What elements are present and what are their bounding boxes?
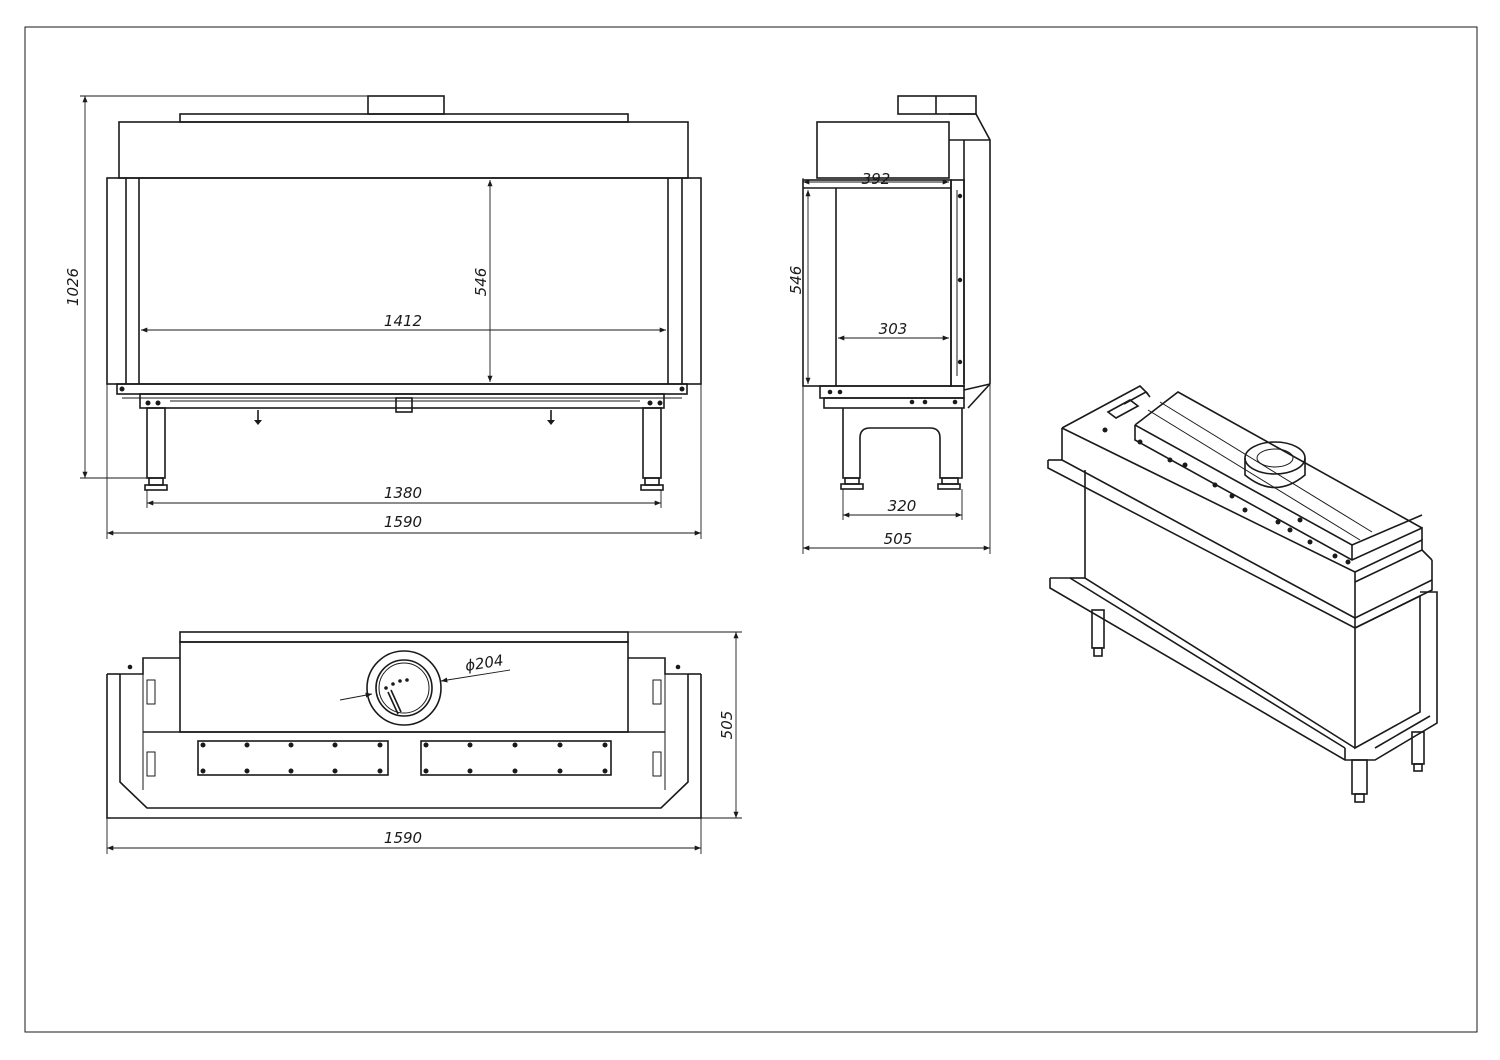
dim-leg-span: 320 (888, 497, 917, 515)
top-view (106, 631, 702, 819)
isometric-view (1047, 385, 1438, 803)
sheet-border (24, 26, 1478, 1033)
dim-flue-diameter: ϕ204 (464, 651, 505, 675)
front-view-dimensions: 1026 546 1412 1380 1590 (64, 95, 702, 539)
dim-inner-depth: 303 (879, 320, 908, 338)
side-view-dimensions: 392 546 303 320 505 (787, 170, 991, 554)
dim-overall-height: 1026 (64, 268, 82, 306)
dim-glass-width: 1412 (384, 312, 422, 330)
dim-leg-spacing: 1380 (384, 484, 422, 502)
dim-glass-height: 546 (472, 268, 490, 297)
top-view-dimensions: ϕ204 505 1590 (106, 631, 742, 854)
dim-top-overall-width: 1590 (384, 829, 422, 847)
dim-overall-width: 1590 (384, 513, 422, 531)
side-view (802, 95, 991, 490)
dim-top-overall-depth: 505 (718, 711, 736, 740)
dim-top-depth: 392 (862, 170, 891, 188)
front-view (106, 95, 702, 491)
dim-overall-depth: 505 (884, 530, 913, 548)
dim-side-glass-height: 546 (787, 266, 805, 295)
